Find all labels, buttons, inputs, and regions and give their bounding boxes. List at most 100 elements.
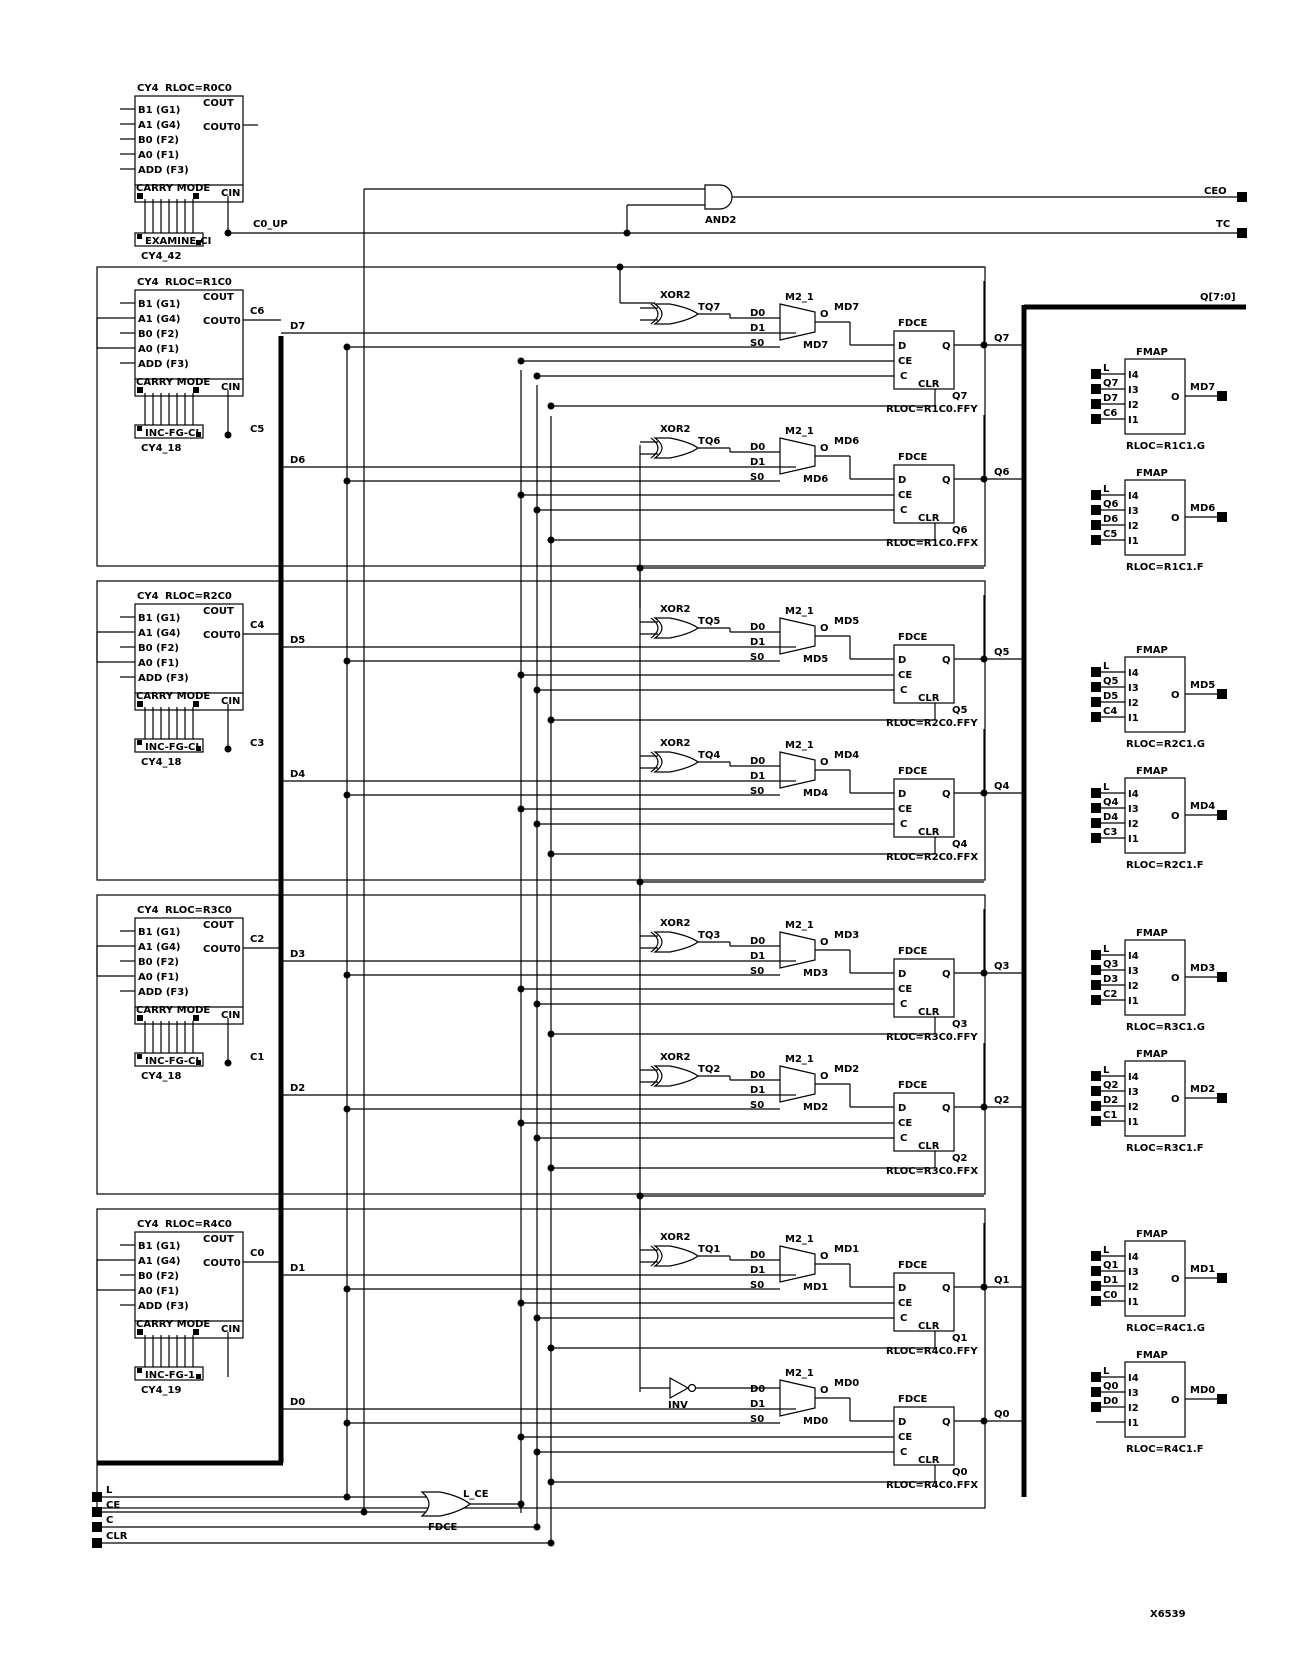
mux-s0-pin: S0 [750,1414,764,1425]
tc-label: TC [1216,219,1230,230]
fmap-input-label: L [1103,1245,1110,1256]
cy4-corner-pin [137,387,143,393]
mux-out-pin: O [820,937,829,948]
fmap-rloc: RLOC=R4C1.F [1126,1444,1204,1455]
tq-net-label: TQ5 [698,616,720,627]
mux-d1-pin: D1 [750,1399,765,1410]
junction-dot [224,431,232,439]
mux-s0-pin: S0 [750,1280,764,1291]
fdce-q-pin: Q [942,341,951,352]
cy4-mode-box [134,424,204,439]
mux-d1-pin: D1 [750,951,765,962]
fmap-md-label: MD2 [1190,1084,1215,1095]
cy4-cin-pin: CIN [221,382,240,393]
fmap-o-pin: O [1171,392,1180,403]
fmap-i4-pin: I4 [1128,789,1139,800]
fmap-o-pin: O [1171,1094,1180,1105]
mux-s0-pin: S0 [750,472,764,483]
fmap-md-label: MD5 [1190,680,1215,691]
junction-dot [980,1417,988,1425]
mux-m2-1 [779,1245,816,1283]
fmap-input-label: D1 [1103,1275,1118,1286]
fmap-i4-pin: I4 [1128,491,1139,502]
cy4-cout-pin: COUT [203,920,234,931]
cy4-corner-pin [193,701,199,707]
cy4-cout0-pin: COUT0 [203,316,241,327]
mux-d1-pin: D1 [750,1265,765,1276]
fmap-title: FMAP [1136,1350,1168,1361]
cy4-type: CY4 [137,591,159,602]
fmap-i3-pin: I3 [1128,1388,1139,1399]
junction-dot [343,1285,351,1293]
fdce-ce-pin: CE [898,1298,912,1309]
mux-label: M2_1 [785,920,814,931]
junction-dot [533,1000,541,1008]
mux-d0-pin: D0 [750,308,765,319]
fdce-label: FDCE [898,946,927,957]
fdce-q-pin: Q [942,1417,951,1428]
mux-d0-pin: D0 [750,756,765,767]
fmap-input-label: C6 [1103,408,1117,419]
cy4-region-frame [96,1208,986,1509]
fmap-in-pin [1091,1281,1101,1291]
cy4-corner-pin [193,1015,199,1021]
fmap-input-label: D4 [1103,812,1118,823]
fmap-input-label: D2 [1103,1095,1118,1106]
cy4-a0-pin: A0 (F1) [138,1286,179,1297]
d-net-label: D1 [290,1263,305,1274]
fmap-i2-pin: I2 [1128,400,1139,411]
fmap-i2-pin: I2 [1128,521,1139,532]
fmap-i3-pin: I3 [1128,1267,1139,1278]
and2-label: AND2 [705,215,736,226]
fdce-d-pin: D [898,969,906,980]
junction-dot [517,1299,525,1307]
ff-q-name: Q4 [952,839,968,850]
fmap-out-pin [1217,810,1227,820]
cy4-rloc: RLOC=R1C0 [165,277,232,288]
fmap-in-pin [1091,535,1101,545]
mux-label: M2_1 [785,1054,814,1065]
cy4-corner-pin [137,1015,143,1021]
cy4-cout0-pin: COUT0 [203,122,241,133]
junction-dot [343,791,351,799]
cy4-cout0-pin: COUT0 [203,630,241,641]
q-net-label: Q3 [994,961,1010,972]
fmap-i4-pin: I4 [1128,1072,1139,1083]
md-mux-label: MD5 [803,654,828,665]
cy4-b1-pin: B1 (G1) [138,613,180,624]
fmap-in-pin [1091,1402,1101,1412]
fmap-input-label: Q7 [1103,378,1119,389]
fmap-rloc: RLOC=R1C1.F [1126,562,1204,573]
cy4-instance-name: CY4_18 [141,443,181,454]
fdce-flip-flop [893,644,955,704]
fmap-input-label: C4 [1103,706,1117,717]
fmap-out-pin [1217,1273,1227,1283]
junction-dot [533,372,541,380]
fdce-flip-flop [893,778,955,838]
fmap-input-label: L [1103,1065,1110,1076]
xor2-label: XOR2 [660,1232,691,1243]
fmap-body [1124,939,1186,1016]
cy4-corner-pin [137,701,143,707]
cy4-mode-pin [137,1054,142,1059]
ceo-output-pin [1237,192,1247,202]
fmap-out-pin [1217,1394,1227,1404]
junction-dot [517,1119,525,1127]
cy4-carry-mode: CARRY MODE [136,691,210,702]
fdce-c-pin: C [900,1133,907,1144]
fmap-title: FMAP [1136,468,1168,479]
junction-dot [343,343,351,351]
fdce-label: FDCE [898,318,927,329]
cy4-rloc: RLOC=R3C0 [165,905,232,916]
mux-m2-1 [779,617,816,655]
fmap-in-pin [1091,490,1101,500]
cy4-cin-pin: CIN [221,1010,240,1021]
mux-m2-1 [779,437,816,475]
or-lce-gate [420,1491,471,1517]
mux-out-pin: O [820,1071,829,1082]
